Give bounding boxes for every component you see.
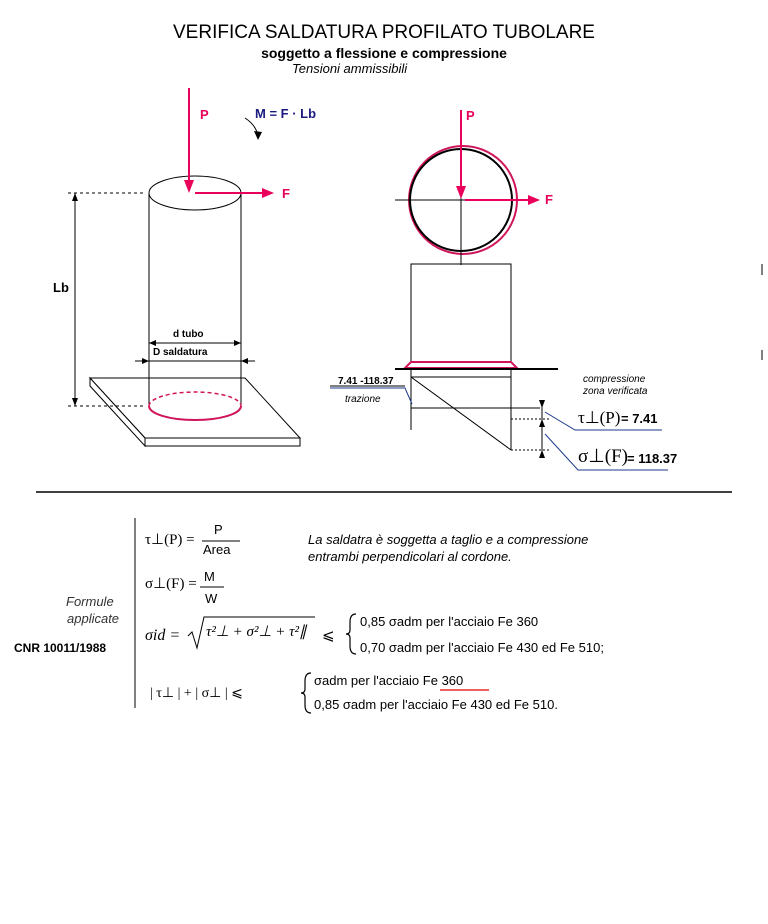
length-label: Lb (53, 280, 69, 295)
case-1a: 0,85 σadm per l'acciaio Fe 360 (360, 614, 539, 629)
norm-label: CNR 10011/1988 (14, 641, 107, 655)
brace-2 (300, 672, 312, 714)
force-f-label-left: F (282, 186, 290, 201)
zona-verificata-label: zona verificata (583, 386, 648, 397)
tau-formula-den: Area (203, 542, 231, 557)
d-tubo-label: d tubo (173, 329, 204, 340)
leq-symbol-1: ⩽ (322, 627, 335, 644)
compressione-label: compressione (583, 374, 646, 385)
sid-formula-root: τ²⊥ + σ²⊥ + τ²∥ (206, 624, 307, 640)
trazione-label: trazione (345, 394, 381, 405)
force-p-label-left: P (200, 107, 209, 122)
sigma-symbol: σ⊥(F) (578, 446, 629, 467)
leader-sigma (544, 433, 668, 471)
sid-formula-lhs: σid = (145, 627, 181, 644)
page-subsubtitle: Tensioni ammissibili (292, 61, 408, 76)
fe360-highlight: Fe 360 (422, 673, 464, 688)
weld-elevation (402, 361, 520, 369)
leader-tau (544, 411, 662, 431)
applicate-label: applicate (67, 611, 120, 626)
tube-elevation (410, 263, 512, 365)
case-1b: 0,70 σadm per l'acciaio Fe 430 ed Fe 510… (360, 640, 604, 655)
base-plate-side (89, 376, 146, 448)
leader-range (330, 387, 413, 405)
page-subtitle: soggetto a flessione e compressione (261, 45, 507, 61)
formule-label: Formule (66, 594, 114, 609)
brace-1 (345, 613, 357, 655)
moment-formula: M = F · Lb (255, 106, 317, 121)
abs-formula: | τ⊥ | + | σ⊥ | ⩽ (150, 686, 243, 701)
sigma-value: = 118.37 (627, 451, 678, 466)
case-2b: 0,85 σadm per l'acciaio Fe 430 ed Fe 510… (314, 697, 558, 712)
page-title: VERIFICA SALDATURA PROFILATO TUBOLARE (173, 22, 595, 43)
tau-symbol: τ⊥(P) (578, 408, 621, 427)
weld-ellipse-front (148, 405, 242, 421)
base-plate-top (88, 377, 302, 439)
note-line-2: entrambi perpendicolari al cordone. (308, 549, 512, 564)
sigma-formula-den: W (205, 591, 218, 606)
tau-value: = 7.41 (621, 411, 658, 426)
case-2a: σadm per l'acciaio Fe 360 (314, 673, 464, 688)
sigma-formula-lhs: σ⊥(F) = (145, 576, 197, 592)
tau-formula-num: P (214, 522, 223, 537)
stress-range-label: 7.41 -118.37 (338, 376, 394, 387)
sigma-formula-num: M (204, 569, 215, 584)
force-p-label-right: P (466, 108, 475, 123)
stress-diagonal (410, 376, 512, 451)
sqrt-sign (187, 616, 315, 650)
note-line-1: La saldatra è soggetta a taglio e a comp… (308, 532, 589, 547)
force-f-label-right: F (545, 192, 553, 207)
tau-formula-lhs: τ⊥(P) = (145, 532, 195, 548)
weld-ellipse-back (148, 391, 242, 407)
base-plate-front (144, 437, 301, 447)
d-saldatura-label: D saldatura (153, 347, 208, 358)
